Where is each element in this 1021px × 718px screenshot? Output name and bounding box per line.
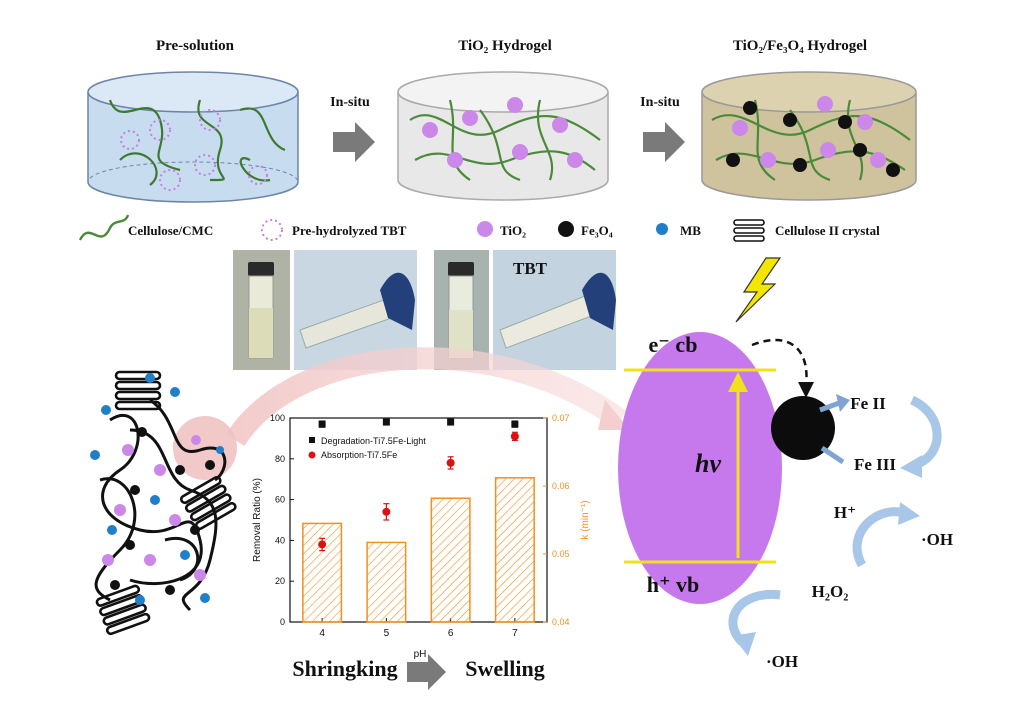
label-hv: hv (695, 449, 721, 478)
chart-bar (494, 477, 535, 623)
violet-dot-icon (477, 221, 493, 237)
chart-point-degradation (382, 418, 390, 426)
label-h2o2: H₂O₂ (812, 582, 849, 601)
label-ph: pH (414, 649, 427, 660)
vb-oh-arrow-head (732, 632, 756, 656)
chart-ytick-left-label: 100 (270, 413, 285, 423)
black-dot-icon (558, 221, 574, 237)
chart-xtick-label: 7 (512, 628, 518, 639)
chart-legend-marker-absorption (308, 451, 316, 459)
chart-ytick-right-label: 0.06 (552, 481, 570, 491)
label-swelling: Swelling (465, 656, 544, 681)
tio2-particle-ellipse (618, 332, 782, 604)
hplus-oh-arrow (852, 507, 907, 568)
zoom-connector-arc (225, 347, 627, 447)
step-title-tio2-fe3o4-hydrogel: TiO₂/Fe₃O₄ Hydrogel (733, 38, 867, 54)
in-situ-label-1: In-situ (330, 95, 370, 110)
electron-transfer-arrow (751, 338, 808, 386)
chart-legend-label-degradation: Degradation-Ti7.5Fe-Light (321, 436, 426, 446)
legend-label-tio2: TiO₂ (500, 223, 526, 238)
chart-ytick-right-label: 0.07 (552, 413, 570, 423)
fe-cycle-arrow-head (900, 455, 922, 478)
photo-tilted-vial-2 (493, 250, 616, 370)
chart-ylabel-left: Removal Ratio (%) (252, 478, 263, 562)
chart-ytick-right-label: 0.04 (552, 617, 570, 627)
photo-tilted-vial-1 (294, 250, 417, 370)
chart-point-absorption (510, 432, 519, 441)
chart-plot-frame (289, 417, 548, 623)
label-vb: h⁺ vb (647, 572, 700, 597)
step-title-presolution: Pre-solution (156, 38, 235, 54)
step-title-tio2-hydrogel: TiO₂ Hydrogel (458, 38, 552, 54)
chart-xtick-label: 4 (319, 628, 325, 639)
chart-point-degradation (447, 418, 455, 426)
in-situ-label-2: In-situ (640, 95, 680, 110)
chart-ytick-left-label: 0 (280, 617, 285, 627)
cellulose-chain-icon (78, 214, 130, 241)
hydrogel-network-schematic (90, 370, 237, 636)
light-bolt-icon (735, 257, 782, 323)
fe-cycle-arrow (909, 395, 942, 470)
legend-label-mb: MB (680, 223, 701, 238)
label-oh-1: ·OH (921, 530, 953, 549)
blue-dot-icon (656, 223, 668, 235)
crystal-lamella-icon (733, 219, 765, 242)
process-arrow-2 (643, 122, 685, 162)
photocatalysis-mechanism: e⁻ cb hv h⁺ vb Fe II Fe III H⁺ ·OH H₂O₂ … (618, 257, 953, 671)
removal-ratio-chart: 0 20 40 60 80 100 0.04 0.05 0.06 0.07 4 5 6 7 Remov… (252, 413, 591, 639)
legend-label-tbt: Pre-hydrolyzed TBT (292, 223, 407, 238)
legend-label-cellulose: Cellulose/CMC (128, 223, 213, 238)
chart-point-degradation (511, 420, 519, 428)
chart-legend-label-absorption: Absorption-Ti7.5Fe (321, 450, 397, 460)
vessel-presolution (87, 71, 299, 203)
label-hplus: H⁺ (834, 503, 856, 522)
chart-ytick-left-label: 60 (275, 495, 285, 505)
chart-point-degradation (318, 420, 326, 428)
label-cb: e⁻ cb (649, 332, 698, 357)
vb-oh-arrow (728, 589, 781, 646)
dotted-circle-icon (261, 219, 283, 241)
fe3o4-particle (771, 396, 835, 460)
vessel-tio2-hydrogel (397, 71, 609, 201)
ph-arrow (407, 654, 446, 690)
chart-bar (430, 497, 471, 623)
chart-ytick-left-label: 20 (275, 576, 285, 586)
chart-point-absorption (446, 458, 455, 467)
fe-out-arrow-head (836, 394, 850, 412)
chart-legend-marker-degradation (309, 437, 315, 443)
label-shrinking: Shringking (292, 656, 397, 681)
label-fe2: Fe II (850, 394, 886, 413)
chart-xtick-label: 5 (384, 628, 390, 639)
excitation-arrow-head (728, 372, 748, 392)
hplus-oh-arrow-head (898, 502, 920, 525)
fe-in-arrow (820, 445, 845, 465)
label-fe3: Fe III (854, 455, 896, 474)
chart-bar (366, 541, 407, 623)
photo-label-tbt: TBT (513, 259, 548, 278)
label-oh-2: ·OH (766, 652, 798, 671)
chart-ytick-left-label: 40 (275, 535, 285, 545)
photo-vial-1 (233, 250, 290, 370)
chart-point-absorption (382, 507, 391, 516)
electron-transfer-arrow-head (798, 382, 814, 398)
vessel-tio2-fe3o4-hydrogel (701, 71, 917, 201)
legend-label-fe3o4: Fe₃O₄ (581, 223, 613, 238)
legend-row: Cellulose/CMC Pre-hydrolyzed TBT TiO₂ Fe… (78, 214, 880, 242)
chart-xtick-label: 6 (448, 628, 454, 639)
chart-ytick-right-label: 0.05 (552, 549, 570, 559)
chart-point-absorption (318, 540, 327, 549)
process-arrow-1 (333, 122, 375, 162)
zoom-connector-head (598, 400, 630, 430)
chart-ytick-left-label: 80 (275, 454, 285, 464)
legend-label-cellulose-ii: Cellulose II crystal (775, 223, 880, 238)
chart-ylabel-right: k (min⁻¹) (580, 500, 591, 539)
